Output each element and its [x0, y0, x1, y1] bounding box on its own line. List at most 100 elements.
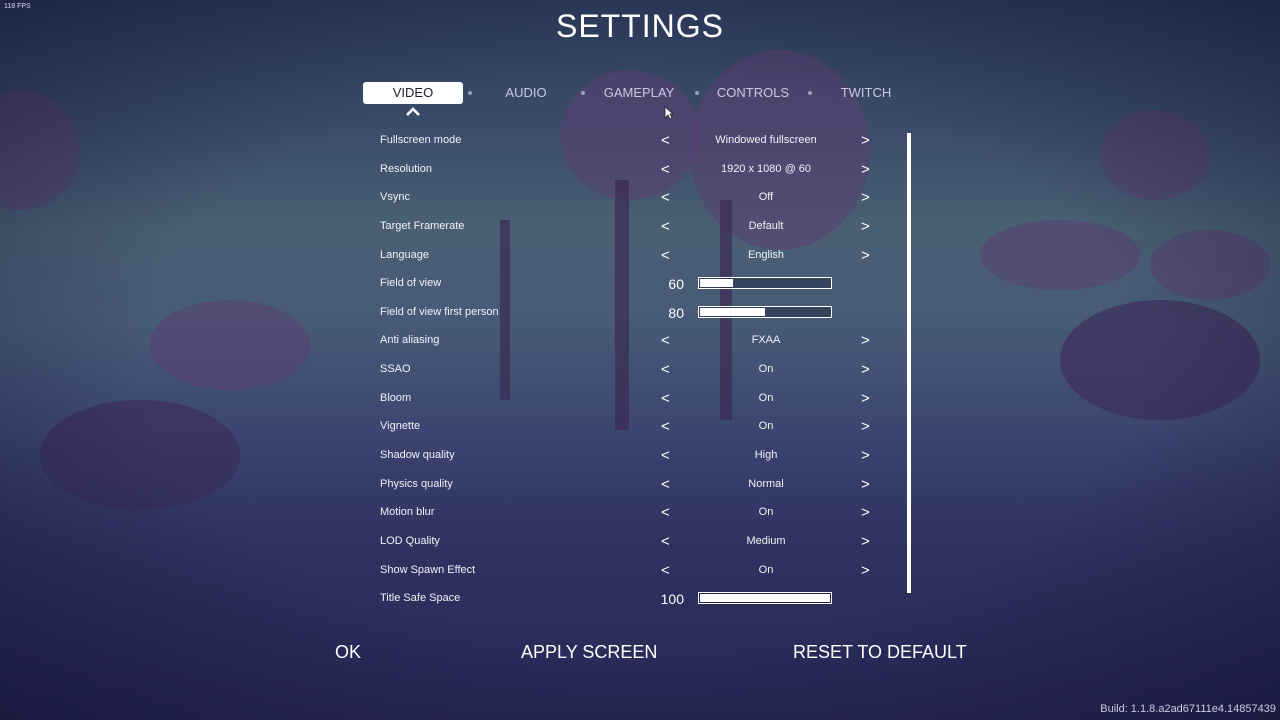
next-option-button[interactable]: > — [861, 562, 870, 579]
setting-row-language: Language < English > — [380, 246, 880, 266]
next-option-button[interactable]: > — [861, 476, 870, 493]
setting-label: LOD Quality — [380, 535, 440, 547]
setting-value: Medium — [746, 535, 786, 547]
setting-value: Default — [748, 220, 784, 232]
next-option-button[interactable]: > — [861, 247, 870, 264]
field-of-view-slider[interactable] — [698, 277, 832, 289]
mouse-cursor-icon — [664, 106, 674, 120]
fps-counter: 118 FPS — [4, 3, 31, 10]
previous-option-button[interactable]: < — [661, 361, 670, 378]
background-tree — [40, 400, 240, 510]
setting-value: Off — [758, 191, 774, 203]
setting-row-vsync: Vsync < Off > — [380, 188, 880, 208]
previous-option-button[interactable]: < — [661, 161, 670, 178]
setting-number-value: 80 — [668, 305, 684, 321]
setting-label: SSAO — [380, 363, 411, 375]
setting-row-vignette: Vignette < On > — [380, 417, 880, 437]
reset-to-default-button[interactable]: RESET TO DEFAULT — [793, 642, 967, 662]
setting-value: High — [754, 449, 778, 461]
previous-option-button[interactable]: < — [661, 132, 670, 149]
next-option-button[interactable]: > — [861, 189, 870, 206]
previous-option-button[interactable]: < — [661, 332, 670, 349]
slider-fill — [700, 308, 765, 316]
previous-option-button[interactable]: < — [661, 218, 670, 235]
previous-option-button[interactable]: < — [661, 189, 670, 206]
background-tree — [980, 220, 1140, 290]
apply-screen-button[interactable]: APPLY SCREEN — [521, 642, 658, 662]
setting-label: Title Safe Space — [380, 592, 461, 604]
tab-audio[interactable]: AUDIO — [505, 85, 547, 100]
setting-row-bloom: Bloom < On > — [380, 389, 880, 409]
chevron-up-icon — [406, 107, 420, 116]
setting-value: FXAA — [751, 334, 781, 346]
setting-value: 1920 x 1080 @ 60 — [720, 163, 812, 175]
previous-option-button[interactable]: < — [661, 247, 670, 264]
setting-value: On — [758, 420, 774, 432]
setting-row-shadow-quality: Shadow quality < High > — [380, 446, 880, 466]
setting-row-lod-quality: LOD Quality < Medium > — [380, 532, 880, 552]
setting-label: Vignette — [380, 420, 421, 432]
tab-separator-dot — [808, 91, 812, 95]
previous-option-button[interactable]: < — [661, 476, 670, 493]
setting-value: Normal — [748, 478, 784, 490]
next-option-button[interactable]: > — [861, 161, 870, 178]
next-option-button[interactable]: > — [861, 332, 870, 349]
next-option-button[interactable]: > — [861, 218, 870, 235]
ok-button[interactable]: OK — [335, 642, 362, 662]
setting-number-value: 100 — [660, 591, 684, 607]
setting-label: Fullscreen mode — [380, 134, 462, 146]
next-option-button[interactable]: > — [861, 447, 870, 464]
setting-label: Resolution — [380, 163, 432, 175]
setting-row-fullscreen-mode: Fullscreen mode < Windowed fullscreen > — [380, 131, 880, 151]
previous-option-button[interactable]: < — [661, 447, 670, 464]
build-version: Build: 1.1.8.a2ad67111e4.14857439 — [1100, 703, 1276, 715]
tab-separator-dot — [468, 91, 472, 95]
setting-row-anti-aliasing: Anti aliasing < FXAA > — [380, 331, 880, 351]
previous-option-button[interactable]: < — [661, 418, 670, 435]
background-tree — [150, 300, 310, 390]
setting-value: On — [758, 564, 774, 576]
previous-option-button[interactable]: < — [661, 504, 670, 521]
tab-video[interactable]: VIDEO — [363, 82, 463, 104]
setting-label: Field of view — [380, 277, 442, 289]
setting-value: On — [758, 363, 774, 375]
setting-row-field-of-view: Field of view 60 — [380, 274, 880, 294]
setting-row-motion-blur: Motion blur < On > — [380, 503, 880, 523]
next-option-button[interactable]: > — [861, 361, 870, 378]
setting-label: Vsync — [380, 191, 410, 203]
title-safe-space-slider[interactable] — [698, 592, 832, 604]
previous-option-button[interactable]: < — [661, 533, 670, 550]
setting-row-target-framerate: Target Framerate < Default > — [380, 217, 880, 237]
tab-gameplay[interactable]: GAMEPLAY — [603, 85, 675, 100]
setting-label: Physics quality — [380, 478, 453, 490]
setting-row-field-of-view-first-person: Field of view first person 80 — [380, 303, 880, 323]
setting-label: Field of view first person — [380, 306, 499, 318]
next-option-button[interactable]: > — [861, 132, 870, 149]
setting-value: Windowed fullscreen — [715, 134, 817, 146]
setting-label: Target Framerate — [380, 220, 465, 232]
setting-label: Motion blur — [380, 506, 435, 518]
setting-row-resolution: Resolution < 1920 x 1080 @ 60 > — [380, 160, 880, 180]
slider-fill — [700, 594, 830, 602]
previous-option-button[interactable]: < — [661, 562, 670, 579]
previous-option-button[interactable]: < — [661, 390, 670, 407]
next-option-button[interactable]: > — [861, 390, 870, 407]
page-title: SETTINGS — [555, 8, 724, 44]
next-option-button[interactable]: > — [861, 504, 870, 521]
background-tree — [0, 90, 80, 210]
setting-row-title-safe-space: Title Safe Space 100 — [380, 589, 880, 609]
settings-scrollbar[interactable] — [907, 133, 911, 593]
next-option-button[interactable]: > — [861, 418, 870, 435]
setting-row-show-spawn-effect: Show Spawn Effect < On > — [380, 561, 880, 581]
field-of-view-first-person-slider[interactable] — [698, 306, 832, 318]
next-option-button[interactable]: > — [861, 533, 870, 550]
setting-label: Language — [380, 249, 429, 261]
setting-label: Show Spawn Effect — [380, 564, 476, 576]
setting-row-physics-quality: Physics quality < Normal > — [380, 475, 880, 495]
setting-row-ssao: SSAO < On > — [380, 360, 880, 380]
tab-controls[interactable]: CONTROLS — [716, 85, 790, 100]
setting-value: English — [747, 249, 785, 261]
tab-separator-dot — [695, 91, 699, 95]
tab-twitch[interactable]: TWITCH — [840, 85, 892, 100]
